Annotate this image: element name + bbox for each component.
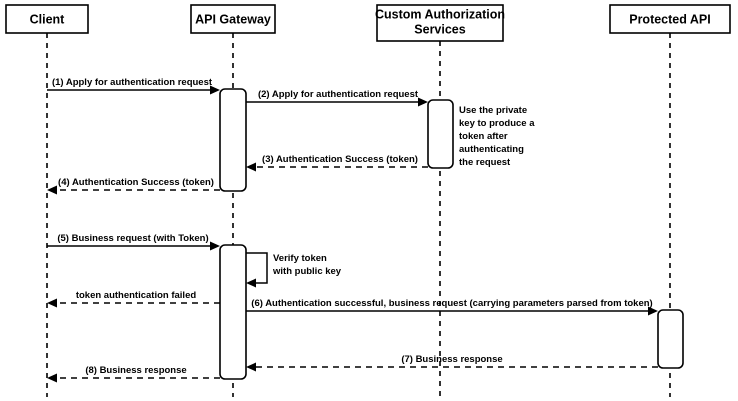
actor-header-custom-auth[interactable]: Custom Authorization Services bbox=[375, 4, 505, 42]
actor-label-api-gateway: API Gateway bbox=[195, 12, 271, 26]
message-6[interactable]: (6) Authentication successful, business … bbox=[246, 298, 658, 316]
actor-header-client[interactable]: Client bbox=[5, 4, 89, 34]
message-fail-arrowhead bbox=[47, 298, 57, 308]
activation-custom-auth-1 bbox=[427, 99, 454, 169]
note-private-key-line-1: Use the private bbox=[459, 105, 527, 116]
note-private-key-line-4: authenticating bbox=[459, 144, 524, 155]
message-8[interactable]: (8) Business response bbox=[47, 365, 220, 383]
actor-box-protected-api[interactable] bbox=[609, 4, 731, 34]
message-5-arrowhead bbox=[210, 241, 220, 251]
activation-api-gateway-2 bbox=[219, 244, 247, 380]
note-private-key-line-3: token after bbox=[459, 131, 508, 142]
message-4[interactable]: (4) Authentication Success (token) bbox=[47, 177, 220, 195]
actor-header-protected-api[interactable]: Protected API bbox=[609, 4, 731, 34]
message-6-arrowhead bbox=[648, 306, 658, 316]
actor-box-custom-auth[interactable] bbox=[376, 4, 504, 42]
note-private-key: Use the private key to produce a token a… bbox=[459, 105, 535, 168]
message-self-line bbox=[246, 252, 268, 284]
message-self-label-line1: Verify token bbox=[273, 253, 327, 264]
message-1-arrowhead bbox=[210, 85, 220, 95]
message-8-arrowhead bbox=[47, 373, 57, 383]
message-self-verify-token[interactable]: Verify token with public key bbox=[246, 252, 342, 288]
note-private-key-line-5: the request bbox=[459, 157, 511, 168]
message-6-label: (6) Authentication successful, business … bbox=[251, 298, 652, 309]
message-7-arrowhead bbox=[246, 362, 256, 372]
message-2[interactable]: (2) Apply for authentication request bbox=[246, 89, 428, 107]
actor-label-custom-auth-line1: Custom Authorization bbox=[375, 7, 505, 21]
activation-protected-api-1 bbox=[657, 309, 684, 369]
actor-header-api-gateway[interactable]: API Gateway bbox=[190, 4, 276, 34]
message-1[interactable]: (1) Apply for authentication request bbox=[47, 77, 220, 95]
actor-label-client: Client bbox=[30, 12, 66, 26]
message-3[interactable]: (3) Authentication Success (token) bbox=[246, 154, 428, 172]
message-5[interactable]: (5) Business request (with Token) bbox=[47, 233, 220, 251]
message-self-arrowhead bbox=[246, 278, 256, 288]
message-2-arrowhead bbox=[418, 97, 428, 107]
message-fail-label: token authentication failed bbox=[76, 290, 197, 301]
message-4-label: (4) Authentication Success (token) bbox=[58, 177, 214, 188]
message-1-label: (1) Apply for authentication request bbox=[52, 77, 213, 88]
message-5-label: (5) Business request (with Token) bbox=[57, 233, 208, 244]
message-7[interactable]: (7) Business response bbox=[246, 354, 658, 372]
message-token-authentication-failed[interactable]: token authentication failed bbox=[47, 290, 220, 308]
message-2-label: (2) Apply for authentication request bbox=[258, 89, 419, 100]
message-7-label: (7) Business response bbox=[401, 354, 502, 365]
actor-label-custom-auth-line2: Services bbox=[414, 22, 465, 36]
message-self-label-line2: with public key bbox=[272, 266, 342, 277]
message-8-label: (8) Business response bbox=[85, 365, 186, 376]
note-private-key-line-2: key to produce a bbox=[459, 118, 535, 129]
message-3-label: (3) Authentication Success (token) bbox=[262, 154, 418, 165]
actor-label-protected-api: Protected API bbox=[629, 12, 711, 26]
message-3-arrowhead bbox=[246, 162, 256, 172]
actor-box-api-gateway[interactable] bbox=[190, 4, 276, 34]
actor-box-client[interactable] bbox=[5, 4, 89, 34]
activation-api-gateway-1 bbox=[219, 88, 247, 192]
message-4-arrowhead bbox=[47, 185, 57, 195]
activation-bars-group bbox=[219, 88, 684, 380]
